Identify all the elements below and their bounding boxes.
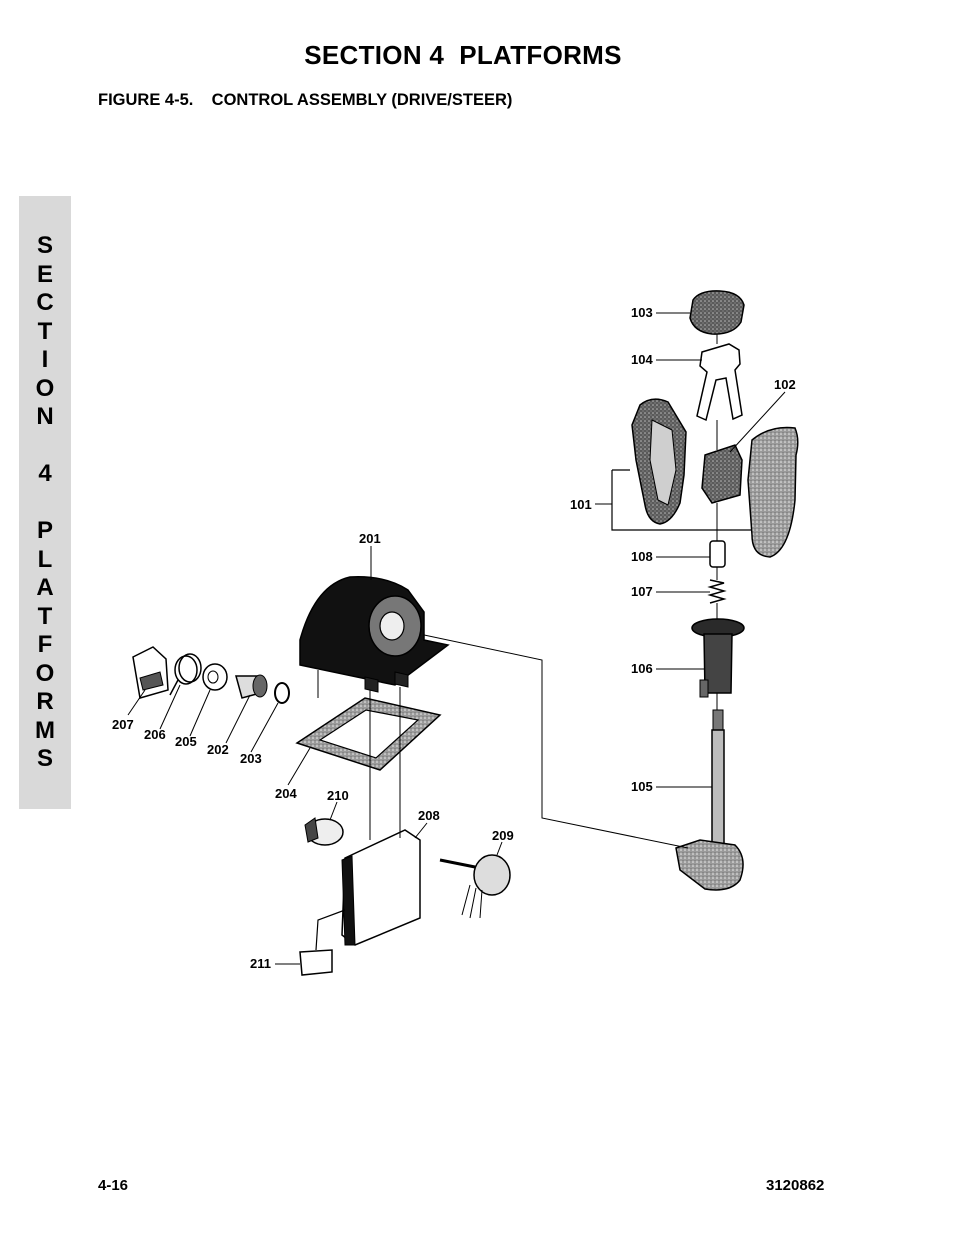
section-title: SECTION 4 PLATFORMS: [304, 40, 622, 70]
callout-107: 107: [631, 584, 653, 599]
part-209-potentiometer: [439, 854, 511, 919]
part-102-switch-block: [701, 444, 743, 504]
part-108-spacer: [709, 540, 726, 568]
part-208-circuit-board: [341, 829, 421, 946]
side-tab-letters: S E C T I O N 4 P L A T F O R M S: [19, 232, 71, 774]
callout-108: 108: [631, 549, 653, 564]
side-tab-letter: M: [35, 716, 55, 744]
part-204-gasket: [295, 697, 442, 771]
side-tab-letter: O: [35, 374, 55, 402]
callout-105: 105: [631, 779, 653, 794]
side-tab-letter: R: [36, 688, 54, 715]
callout-106: 106: [631, 661, 653, 676]
base-axis-lines: [317, 670, 401, 840]
side-tab-letter: C: [36, 289, 54, 316]
part-103-cap: [689, 290, 745, 335]
callout-101: 101: [570, 497, 592, 512]
page-number: 4-16: [98, 1177, 129, 1194]
side-tab-letter: N: [36, 403, 54, 430]
bracket-101: [611, 469, 752, 531]
callout-211: 211: [250, 956, 271, 971]
side-tab-letter: T: [37, 317, 53, 345]
side-tab-letter: 4: [38, 460, 52, 487]
part-106-handle-shaft: [691, 618, 745, 698]
side-tab-letter: E: [36, 260, 53, 288]
part-211-connector: [299, 909, 346, 976]
figure-title: FIGURE 4-5. CONTROL ASSEMBLY (DRIVE/STEE…: [98, 91, 513, 109]
part-207-plate: [132, 646, 169, 699]
side-tab-letter: L: [37, 545, 53, 573]
part-205-washer: [202, 663, 228, 691]
callout-205: 205: [175, 734, 197, 749]
part-101-right-grip: [747, 426, 799, 558]
callout-204: 204: [275, 786, 297, 801]
side-tab-letter: P: [36, 517, 53, 544]
document-number: 3120862: [766, 1177, 825, 1194]
part-210-potentiometer-gear: [304, 817, 344, 846]
callout-104: 104: [631, 352, 653, 367]
part-101-left-grip: [631, 398, 687, 525]
callout-202: 202: [207, 742, 229, 757]
part-203-o-ring: [274, 682, 290, 704]
side-tab-letter: O: [35, 659, 55, 687]
part-104-trigger-bracket: [696, 343, 743, 422]
leader-lines: [127, 312, 786, 965]
side-tab-letter: S: [36, 745, 53, 772]
callout-203: 203: [240, 751, 262, 766]
part-202-bushing: [235, 674, 268, 699]
callout-209: 209: [492, 828, 514, 843]
side-tab-letter: F: [37, 631, 53, 658]
part-201-controller-housing: [299, 576, 450, 693]
callout-207: 207: [112, 717, 134, 732]
callout-206: 206: [144, 727, 166, 742]
side-tab-letter: A: [36, 574, 54, 601]
part-206-spring: [169, 653, 202, 696]
callout-103: 103: [631, 305, 653, 320]
callout-208: 208: [418, 808, 440, 823]
part-105-control-rod: [675, 709, 744, 891]
side-tab-letter: I: [41, 346, 49, 373]
assembly-axis-lines: [409, 334, 718, 849]
section-side-tab: S E C T I O N 4 P L A T F O R M S: [19, 196, 71, 809]
side-tab-letter: T: [37, 602, 53, 630]
callout-102: 102: [774, 377, 796, 392]
callout-201: 201: [359, 531, 381, 546]
part-107-spring: [707, 579, 727, 604]
side-tab-letter: S: [36, 232, 53, 259]
callout-210: 210: [327, 788, 349, 803]
